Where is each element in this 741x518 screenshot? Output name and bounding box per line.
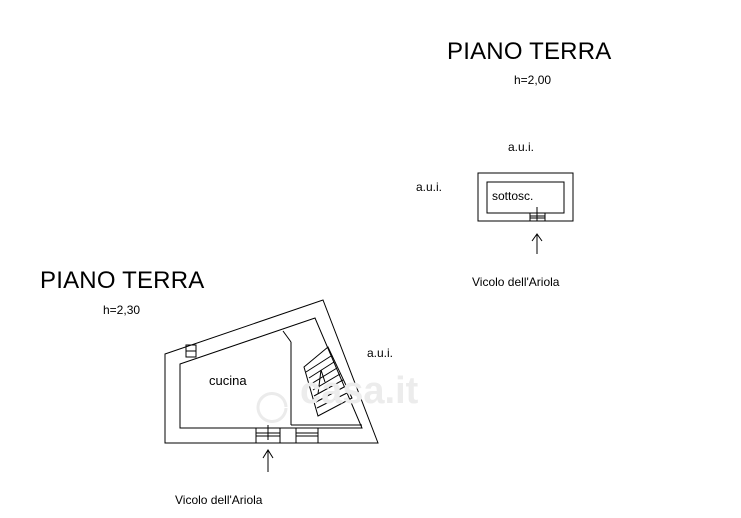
plan-left-title: PIANO TERRA (40, 267, 205, 294)
plan-right-outline (477, 172, 574, 222)
plan-right-title: PIANO TERRA (447, 38, 612, 65)
plan-right-adjacent-left-label: a.u.i. (416, 180, 443, 194)
plan-right-room-label: sottosc. (492, 189, 534, 203)
watermark-text: casa.it (300, 370, 419, 412)
plan-right-entry-arrow (531, 233, 543, 254)
plan-left-height-label: h=2,30 (103, 303, 141, 317)
plan-right-street-label: Vicolo dell'Ariola (472, 275, 560, 289)
watermark-shape (256, 392, 288, 423)
plan-right-height-label: h=2,00 (514, 73, 552, 87)
plan-left-room-label: cucina (209, 373, 247, 388)
plan-left-entry-arrow (262, 449, 274, 472)
plan-left-street-label: Vicolo dell'Ariola (175, 493, 263, 507)
plan-left-adjacent-right-label: a.u.i. (367, 346, 394, 360)
plan-right-adjacent-top-label: a.u.i. (508, 140, 535, 154)
plan-left-outline (164, 299, 379, 444)
